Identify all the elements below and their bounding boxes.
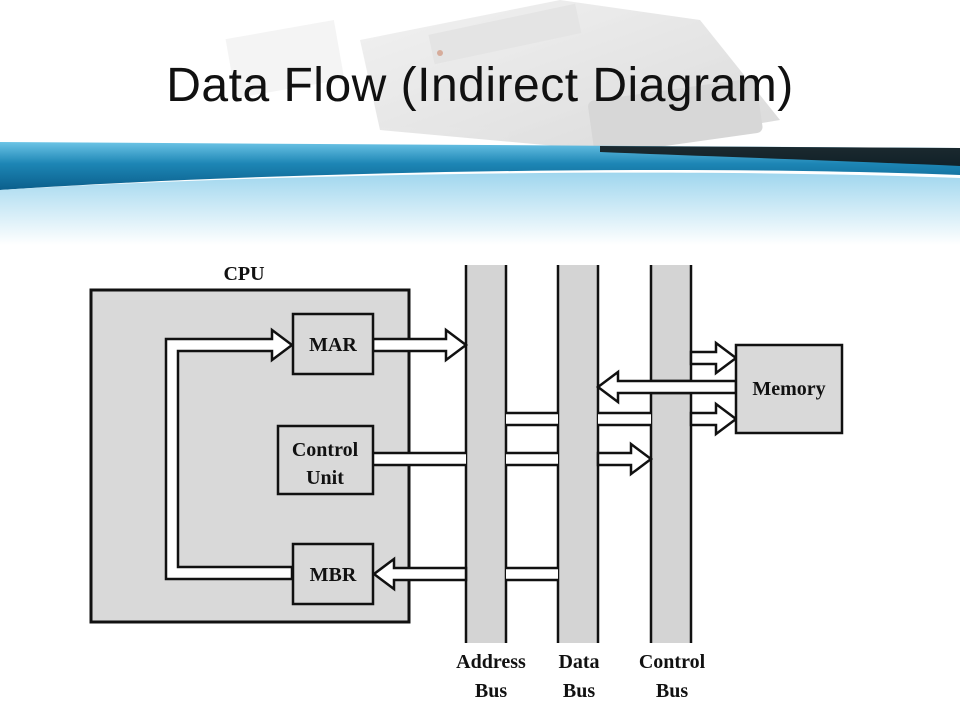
- mbr-register: MBR: [291, 542, 375, 606]
- data-bus-label-line1: Data: [558, 651, 599, 673]
- cpu-label: CPU: [223, 263, 264, 285]
- control-bus: [649, 265, 693, 643]
- chip-watermark-image: [225, 0, 780, 156]
- mbr-label: MBR: [310, 564, 357, 586]
- memory-label: Memory: [752, 378, 825, 400]
- address-bus-label-line1: Address: [456, 651, 526, 673]
- data-bus-label-line2: Bus: [563, 680, 595, 702]
- mar-label: MAR: [309, 334, 357, 356]
- memory-to-data-bus-arrow: [595, 369, 738, 405]
- banner-fade-reflection: [0, 172, 960, 245]
- control-unit-label-line2: Unit: [306, 467, 344, 489]
- data-bus: [556, 265, 600, 643]
- address-bus-label-line2: Bus: [475, 680, 507, 702]
- address-bus: [464, 265, 508, 643]
- dark-banner-stripe: [600, 146, 960, 166]
- control-unit-register: Control Unit: [276, 424, 375, 496]
- control-unit-label-line1: Control: [292, 439, 359, 461]
- control-bus-label-line2: Bus: [656, 680, 688, 702]
- mbr-to-mar-arrow: [164, 327, 295, 581]
- slide-title: Data Flow (Indirect Diagram): [166, 59, 794, 112]
- slide-header-background: [0, 0, 960, 245]
- data-bus-to-mbr-arrow: [371, 556, 558, 592]
- memory-box: Memory: [734, 343, 844, 435]
- control-bus-to-memory-arrow-top: [689, 340, 739, 376]
- mar-register: MAR: [291, 312, 375, 376]
- mar-to-address-bus-arrow: [371, 327, 469, 363]
- control-bus-label-line1: Control: [639, 651, 706, 673]
- control-unit-to-control-bus-arrow: [373, 441, 654, 477]
- address-bus-to-memory-arrow: [506, 401, 739, 437]
- data-flow-diagram: CPU: [89, 263, 844, 702]
